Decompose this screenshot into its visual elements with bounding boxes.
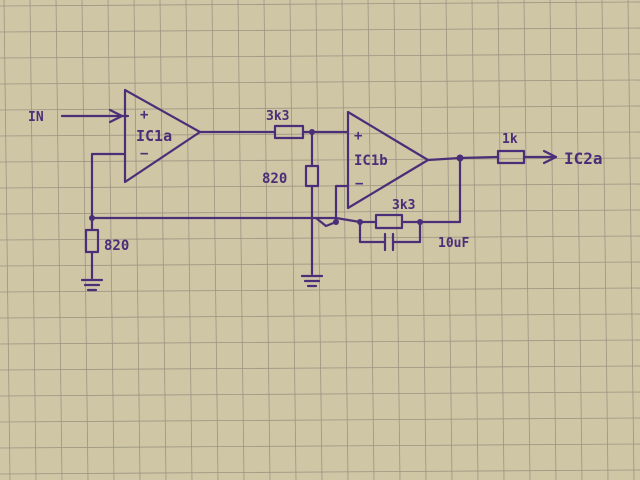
resistor-820-left-label: 820 xyxy=(104,238,129,254)
junction-dot xyxy=(456,154,464,162)
grid-line xyxy=(289,0,297,480)
grid-line xyxy=(0,27,640,33)
grid-line xyxy=(0,287,640,293)
grid-line xyxy=(445,0,453,480)
grid-line xyxy=(0,131,640,137)
grid-line xyxy=(185,0,193,480)
grid-line xyxy=(0,235,640,241)
ground-symbol-mid xyxy=(300,274,324,288)
grid-line xyxy=(497,0,505,480)
grid-line xyxy=(0,365,640,371)
grid-line xyxy=(0,391,640,397)
capacitor-10uF-label: 10uF xyxy=(438,236,469,251)
wire-crossing xyxy=(314,216,338,228)
input-label: IN xyxy=(28,110,44,125)
resistor-3k3-series-label: 3k3 xyxy=(266,109,289,124)
grid-line xyxy=(367,0,375,480)
grid-line xyxy=(341,0,349,480)
grid-line xyxy=(0,469,640,475)
output-wire xyxy=(522,149,558,165)
grid-line xyxy=(159,0,167,480)
ic1a-minus: − xyxy=(140,146,148,162)
output-label: IC2a xyxy=(564,149,603,168)
cap-right-wire xyxy=(392,220,422,244)
ic1b-plus: + xyxy=(354,128,362,144)
grid-line xyxy=(315,0,323,480)
ground-symbol-left xyxy=(80,278,104,292)
ic1b-minus: − xyxy=(355,176,363,192)
grid-line xyxy=(107,0,115,480)
grid-line xyxy=(549,0,557,480)
grid-line xyxy=(523,0,531,480)
grid-line xyxy=(0,339,640,345)
grid-line xyxy=(471,0,479,480)
resistor-3k3-feedback-label: 3k3 xyxy=(392,198,415,213)
grid-line xyxy=(0,443,640,449)
grid-line xyxy=(0,53,640,59)
ic1b-opamp xyxy=(346,110,430,210)
grid-line xyxy=(237,0,245,480)
grid-line xyxy=(263,0,271,480)
grid-line xyxy=(393,0,401,480)
grid-line xyxy=(0,79,640,85)
feedback-right-wire xyxy=(400,156,462,224)
resistor-1k-label: 1k xyxy=(502,132,518,147)
common-feedback-wire xyxy=(90,216,362,224)
grid-line xyxy=(0,1,640,7)
resistor-820-mid-label: 820 xyxy=(262,171,287,187)
grid-line xyxy=(0,417,640,423)
ic1a-opamp xyxy=(123,88,202,184)
ic1b-label: IC1b xyxy=(354,153,388,169)
ic1a-plus: + xyxy=(140,107,148,123)
grid-line xyxy=(0,105,640,111)
ic1a-label: IC1a xyxy=(136,127,172,145)
ic1b-inverting-wire xyxy=(334,184,350,224)
grid-line xyxy=(419,0,427,480)
grid-line xyxy=(0,313,640,319)
cap-left-wire xyxy=(358,220,386,244)
input-wire xyxy=(60,108,130,124)
grid-line xyxy=(0,209,640,215)
grid-line xyxy=(0,183,640,189)
grid-line xyxy=(0,261,640,267)
grid-line xyxy=(133,0,141,480)
ic1a-inverting-wire xyxy=(90,152,127,220)
grid-line xyxy=(211,0,219,480)
grid-line xyxy=(0,157,640,163)
